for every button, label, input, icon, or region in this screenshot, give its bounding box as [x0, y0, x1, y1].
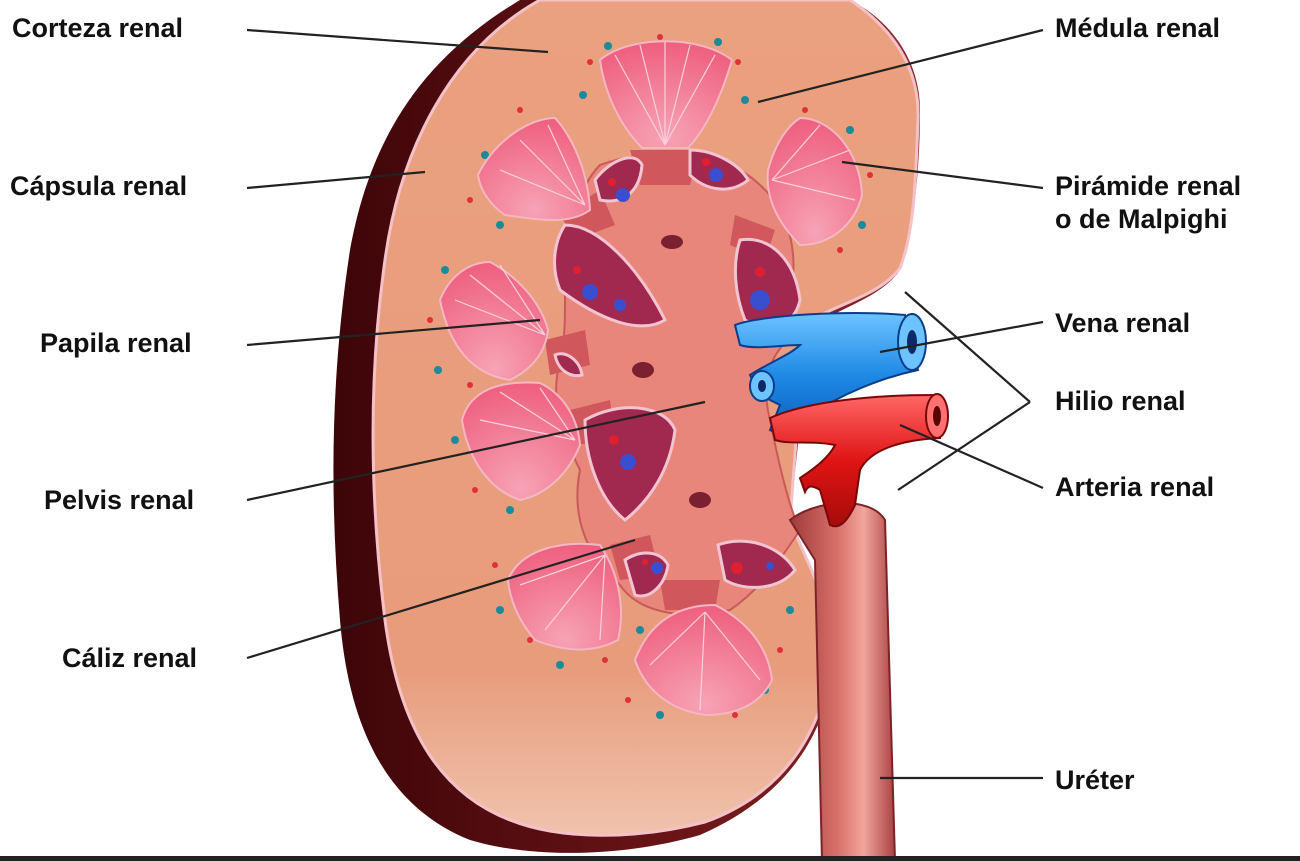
label-hilio-renal: Hilio renal	[1055, 385, 1186, 418]
label-piramide-renal-line2: o de Malpighi	[1055, 203, 1241, 236]
label-arteria-renal: Arteria renal	[1055, 471, 1214, 504]
label-capsula-renal: Cápsula renal	[10, 170, 187, 203]
label-papila-renal: Papila renal	[40, 327, 192, 360]
label-corteza-renal: Corteza renal	[12, 12, 183, 45]
label-pelvis-renal: Pelvis renal	[44, 484, 194, 517]
label-piramide-renal: Pirámide renal o de Malpighi	[1055, 170, 1241, 236]
bottom-border	[0, 856, 1300, 861]
label-vena-renal: Vena renal	[1055, 307, 1190, 340]
label-caliz-renal: Cáliz renal	[62, 642, 197, 675]
label-ureter: Uréter	[1055, 764, 1135, 797]
label-medula-renal: Médula renal	[1055, 12, 1220, 45]
label-piramide-renal-line1: Pirámide renal	[1055, 170, 1241, 203]
